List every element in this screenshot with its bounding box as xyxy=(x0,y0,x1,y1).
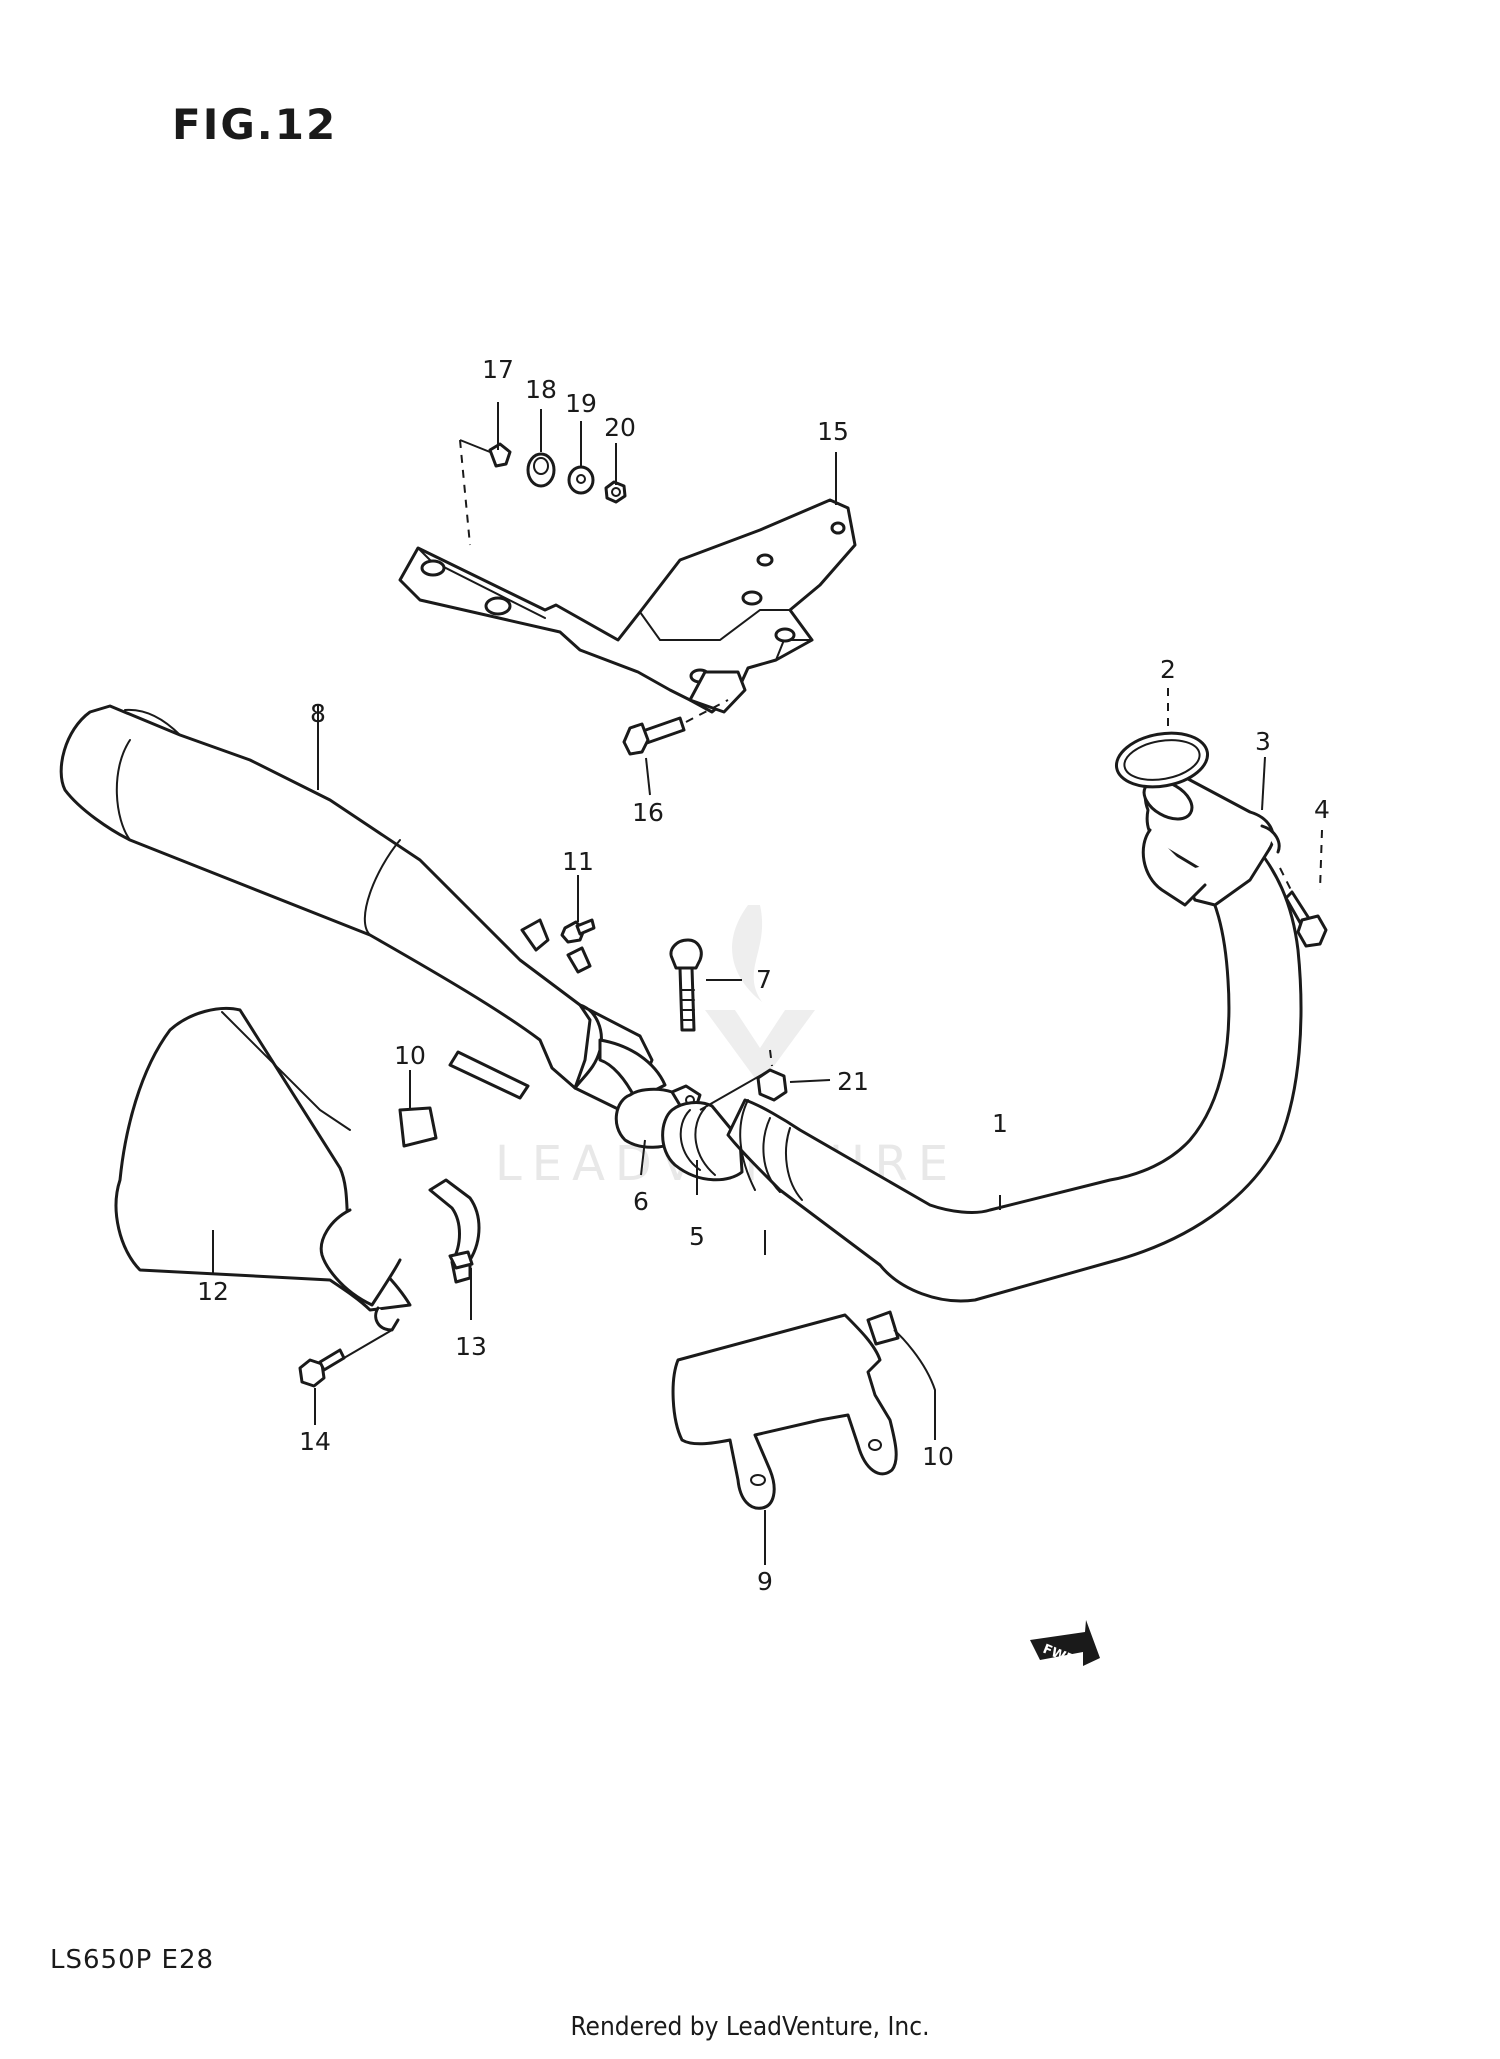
callout-17[interactable]: 17 xyxy=(482,355,514,384)
part-2-gasket[interactable] xyxy=(1112,726,1212,793)
callout-6[interactable]: 6 xyxy=(633,1187,649,1216)
callout-15[interactable]: 15 xyxy=(817,417,849,446)
assembly-line xyxy=(1279,867,1293,893)
forward-badge: FWD xyxy=(1030,1620,1100,1669)
callout-11[interactable]: 11 xyxy=(562,847,594,876)
part-16-bolt[interactable] xyxy=(622,716,686,756)
callout-10-lower[interactable]: 10 xyxy=(922,1442,954,1471)
figure-title: FIG.12 xyxy=(172,100,338,149)
callout-1[interactable]: 1 xyxy=(992,1109,1008,1138)
part-20-nut[interactable] xyxy=(604,480,627,504)
callout-5[interactable]: 5 xyxy=(689,1222,705,1251)
part-14-bolt[interactable] xyxy=(298,1348,346,1388)
part-10-damper-lower[interactable] xyxy=(866,1310,900,1346)
callout-13[interactable]: 13 xyxy=(455,1332,487,1361)
callout-7[interactable]: 7 xyxy=(756,965,772,994)
callout-12[interactable]: 12 xyxy=(197,1277,229,1306)
render-credit: Rendered by LeadVenture, Inc. xyxy=(570,2012,930,2042)
part-7-bolt[interactable] xyxy=(669,938,703,1032)
part-19-washer[interactable] xyxy=(567,465,595,495)
part-8-muffler[interactable] xyxy=(59,704,667,1112)
part-5-gasket[interactable] xyxy=(661,1101,744,1182)
part-4-bolt[interactable] xyxy=(1284,890,1328,948)
assembly-line xyxy=(459,439,491,453)
model-code: LS650P E28 xyxy=(50,1945,215,1975)
assembly-line xyxy=(343,1329,393,1359)
callout-20[interactable]: 20 xyxy=(604,413,636,442)
callout-3[interactable]: 3 xyxy=(1255,727,1271,756)
part-11-bolt[interactable] xyxy=(560,918,596,944)
callout-19[interactable]: 19 xyxy=(565,389,597,418)
callout-4[interactable]: 4 xyxy=(1314,795,1330,824)
part-17-stud[interactable] xyxy=(488,442,512,468)
part-9-heat-shield[interactable] xyxy=(671,1313,898,1510)
callout-2[interactable]: 2 xyxy=(1160,655,1176,684)
part-12-heat-shield[interactable] xyxy=(114,1006,412,1312)
callout-16[interactable]: 16 xyxy=(632,798,664,827)
callout-18[interactable]: 18 xyxy=(525,375,557,404)
callout-labels: 1 2 3 4 5 6 7 8 9 10 10 11 12 13 14 15 1… xyxy=(197,355,1330,1596)
callout-10-upper[interactable]: 10 xyxy=(394,1041,426,1070)
assembly-line xyxy=(459,439,471,546)
part-10-damper-upper[interactable] xyxy=(398,1106,438,1148)
leader-lines xyxy=(212,402,1323,1565)
assembly-line xyxy=(699,1069,771,1111)
callout-21[interactable]: 21 xyxy=(837,1067,869,1096)
assembly-line xyxy=(685,699,729,723)
assembly-line xyxy=(769,1049,773,1067)
part-15-bracket[interactable] xyxy=(398,498,857,714)
forward-arrow-icon xyxy=(1030,1620,1100,1666)
callout-8[interactable]: 8 xyxy=(310,699,326,728)
part-18-bushing[interactable] xyxy=(526,452,556,488)
callout-9[interactable]: 9 xyxy=(757,1567,773,1596)
part-1-exhaust-pipe[interactable] xyxy=(726,843,1303,1303)
part-3-flange[interactable] xyxy=(1137,770,1281,907)
callout-14[interactable]: 14 xyxy=(299,1427,331,1456)
